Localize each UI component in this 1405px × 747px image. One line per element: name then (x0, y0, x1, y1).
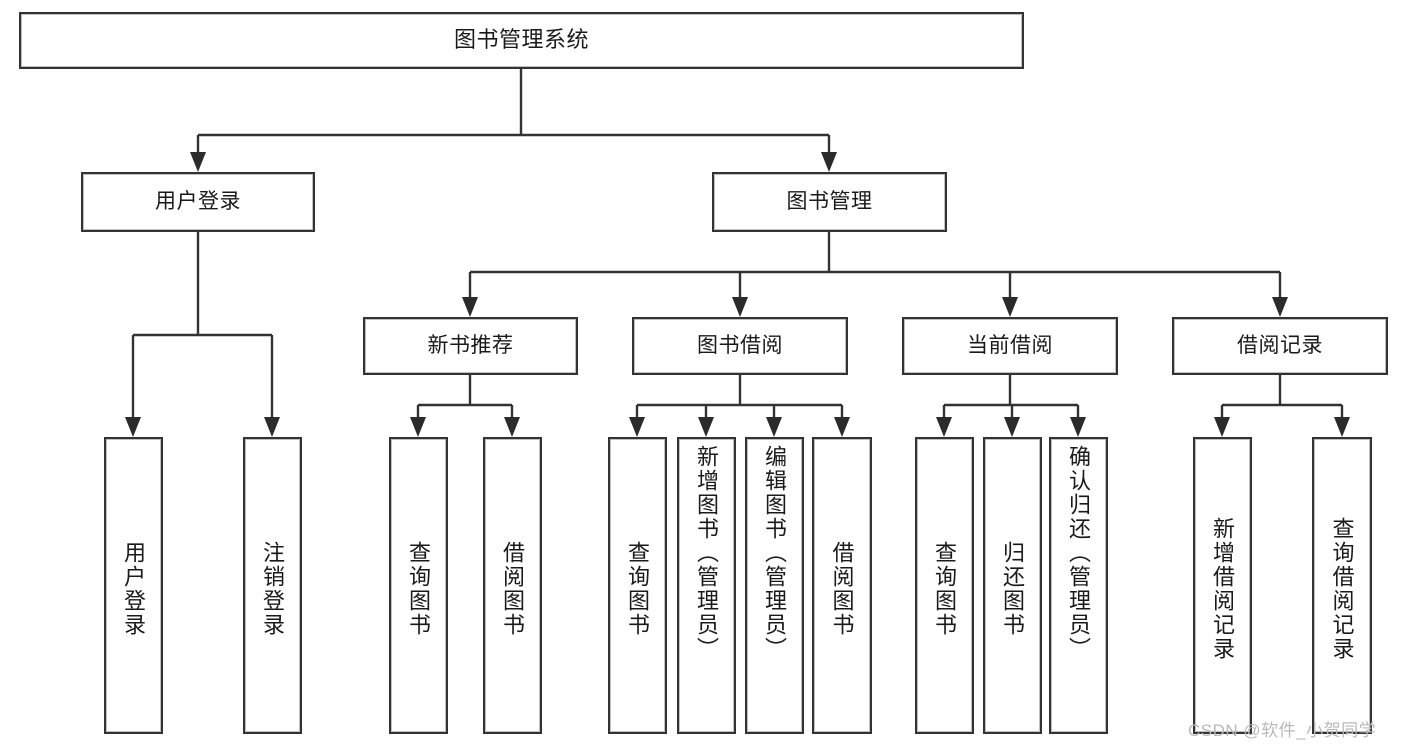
arrow-user-login-0 (125, 417, 141, 437)
arrow-leaf-10 (1070, 417, 1086, 437)
node-label: 用户登录 (121, 540, 147, 637)
node-leaf-query-book-1[interactable]: 查询图书 (389, 437, 448, 734)
node-leaf-return-book[interactable]: 归还图书 (983, 437, 1042, 734)
arrow-leaf-12 (1334, 417, 1350, 437)
node-label: 编辑图书（管理员） (762, 445, 788, 661)
node-user-login[interactable]: 用户登录 (81, 172, 315, 232)
node-label: 注销登录 (260, 540, 286, 637)
node-leaf-confirm-return[interactable]: 确认归还（管理员） (1049, 437, 1108, 734)
node-leaf-add-record[interactable]: 新增借阅记录 (1193, 437, 1252, 734)
watermark-label: CSDN @软件_小贺同学 (1188, 721, 1377, 740)
node-new-book-recommend[interactable]: 新书推荐 (363, 317, 578, 375)
node-label: 查询图书 (932, 540, 958, 637)
arrow-leaf-3 (504, 417, 520, 437)
node-borrow-record[interactable]: 借阅记录 (1172, 317, 1388, 375)
arrow-book-manage-2 (1002, 297, 1018, 317)
node-leaf-edit-book[interactable]: 编辑图书（管理员） (745, 437, 804, 734)
arrow-root-1 (821, 152, 837, 172)
arrow-user-login-1 (264, 417, 280, 437)
node-leaf-borrow-book-1[interactable]: 借阅图书 (483, 437, 542, 734)
arrow-book-manage-3 (1272, 297, 1288, 317)
node-label: 归还图书 (1000, 540, 1026, 637)
node-label: 借阅图书 (500, 540, 526, 637)
node-leaf-add-book[interactable]: 新增图书（管理员） (677, 437, 736, 734)
node-label: 新增借阅记录 (1210, 516, 1236, 661)
node-label: 确认归还（管理员） (1066, 445, 1092, 661)
arrow-leaf-8 (936, 417, 952, 437)
node-leaf-query-book-3[interactable]: 查询图书 (915, 437, 974, 734)
arrow-leaf-7 (834, 417, 850, 437)
node-label: 图书借阅 (697, 334, 783, 358)
node-label: 图书管理系统 (453, 27, 589, 53)
node-label: 新书推荐 (427, 334, 514, 358)
node-label: 新增图书（管理员） (694, 445, 720, 661)
node-leaf-user-login[interactable]: 用户登录 (104, 437, 163, 734)
node-current-borrow[interactable]: 当前借阅 (902, 317, 1118, 375)
node-book-borrow[interactable]: 图书借阅 (632, 317, 848, 375)
arrow-leaf-4 (629, 417, 645, 437)
node-leaf-query-record[interactable]: 查询借阅记录 (1312, 437, 1372, 734)
arrow-root-0 (190, 152, 206, 172)
arrow-book-manage-0 (462, 297, 478, 317)
node-leaf-borrow-book-2[interactable]: 借阅图书 (812, 437, 872, 734)
node-label: 查询图书 (625, 540, 651, 637)
node-label: 查询借阅记录 (1329, 516, 1355, 661)
node-leaf-logout[interactable]: 注销登录 (243, 437, 302, 734)
arrow-leaf-5 (698, 417, 714, 437)
node-label: 用户登录 (155, 190, 241, 214)
arrow-leaf-2 (410, 417, 426, 437)
node-book-manage[interactable]: 图书管理 (712, 172, 947, 232)
arrow-leaf-6 (766, 417, 782, 437)
node-label: 当前借阅 (967, 334, 1053, 358)
arrow-book-manage-1 (732, 297, 748, 317)
node-label: 借阅记录 (1237, 334, 1323, 358)
node-label: 查询图书 (406, 540, 432, 637)
node-leaf-query-book-2[interactable]: 查询图书 (608, 437, 667, 734)
node-root[interactable]: 图书管理系统 (19, 12, 1024, 69)
node-label: 图书管理 (786, 190, 873, 214)
node-label: 借阅图书 (829, 540, 855, 637)
arrow-leaf-9 (1004, 417, 1020, 437)
arrow-leaf-11 (1214, 417, 1230, 437)
